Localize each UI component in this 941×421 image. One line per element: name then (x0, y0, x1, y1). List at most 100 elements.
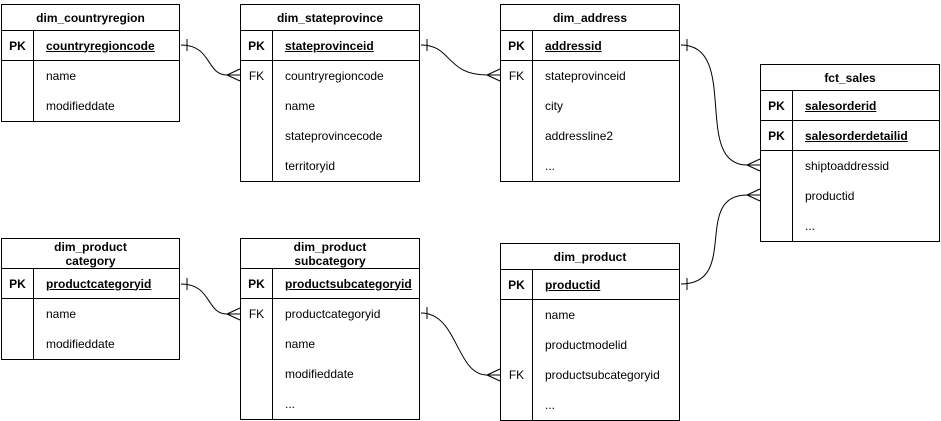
pk-badge: PK (2, 31, 34, 60)
entity-row: stateprovincecode (241, 121, 419, 151)
fk-badge: FK (241, 61, 273, 91)
entity-row: PK stateprovinceid (241, 31, 419, 61)
key-badge (761, 181, 793, 211)
field-label: productid (545, 277, 601, 292)
field-label: modifieddate (46, 337, 115, 351)
connector-line (680, 194, 748, 285)
pk-badge: PK (241, 31, 273, 60)
field-label: shiptoaddressid (805, 159, 890, 173)
field-label: name (46, 307, 77, 321)
key-badge (501, 151, 533, 181)
key-badge (241, 389, 273, 419)
key-badge (241, 151, 273, 181)
entity-row: PK countryregioncode (2, 31, 179, 61)
pk-badge: PK (761, 91, 793, 120)
entity-row: modifieddate (2, 91, 179, 121)
field-label: name (285, 337, 316, 351)
key-badge (2, 299, 34, 329)
key-badge (2, 329, 34, 359)
many-crowfoot-icon (226, 307, 241, 321)
entity-row: city (501, 91, 679, 121)
field-label: productmodelid (545, 338, 628, 352)
key-badge (761, 151, 793, 181)
entity-title: dim_product (501, 244, 679, 270)
entity-dim-productcategory[interactable]: dim_product category PK productcategoryi… (1, 238, 180, 360)
field-label: stateprovinceid (545, 69, 626, 83)
entity-row: PK productsubcategoryid (241, 269, 419, 299)
entity-row: PK salesorderid (761, 91, 939, 121)
entity-row: PK productcategoryid (2, 269, 179, 299)
field-label: addressline2 (545, 129, 614, 143)
entity-title: dim_stateprovince (241, 5, 419, 31)
entity-dim-countryregion[interactable]: dim_countryregion PK countryregioncode n… (1, 4, 180, 122)
pk-badge: PK (2, 269, 34, 298)
entity-row: FK stateprovinceid (501, 61, 679, 91)
entity-row: ... (501, 390, 679, 420)
entity-row: productmodelid (501, 330, 679, 360)
pk-badge: PK (501, 270, 533, 299)
connector-line (180, 283, 228, 315)
field-label: modifieddate (285, 367, 354, 381)
entity-row: shiptoaddressid (761, 151, 939, 181)
many-crowfoot-icon (746, 158, 761, 172)
key-badge (241, 91, 273, 121)
entity-row: FK productcategoryid (241, 299, 419, 329)
key-badge (241, 121, 273, 151)
field-label: name (285, 99, 316, 113)
entity-row: name (241, 91, 419, 121)
connector-line (180, 44, 228, 76)
entity-row: PK addressid (501, 31, 679, 61)
field-label: name (46, 69, 77, 83)
field-label: name (545, 308, 576, 322)
key-badge (241, 359, 273, 389)
entity-row: ... (501, 151, 679, 181)
key-badge (241, 329, 273, 359)
connector-address-to-fctsales[interactable] (680, 39, 761, 172)
entity-row: FK productsubcategoryid (501, 360, 679, 390)
entity-dim-stateprovince[interactable]: dim_stateprovince PK stateprovinceid FK … (240, 4, 420, 182)
field-label: ... (545, 398, 556, 412)
pk-badge: PK (761, 121, 793, 150)
field-label: addressid (545, 38, 602, 53)
field-label: productid (805, 189, 855, 203)
many-crowfoot-icon (226, 68, 241, 82)
field-label: productsubcategoryid (285, 276, 412, 291)
key-badge (2, 91, 34, 121)
pk-badge: PK (241, 269, 273, 298)
connector-productcategory-to-productsubcategory[interactable] (180, 278, 241, 321)
many-crowfoot-icon (486, 68, 501, 82)
field-label: productcategoryid (285, 307, 381, 321)
key-badge (501, 300, 533, 330)
many-crowfoot-icon (746, 188, 761, 202)
entity-row: productid (761, 181, 939, 211)
field-label: city (545, 99, 563, 113)
field-label: territoryid (285, 159, 336, 173)
entity-title: fct_sales (761, 65, 939, 91)
entity-dim-productsubcategory[interactable]: dim_product subcategory PK productsubcat… (240, 238, 420, 420)
entity-title: dim_product subcategory (241, 239, 419, 269)
entity-dim-address[interactable]: dim_address PK addressid FK stateprovinc… (500, 4, 680, 182)
connector-line (420, 44, 488, 76)
connector-countryregion-to-stateprovince[interactable] (180, 39, 241, 82)
entity-fct-sales[interactable]: fct_sales PK salesorderid PK salesorderd… (760, 64, 940, 242)
entity-title: dim_product category (2, 239, 179, 269)
connector-productsubcategory-to-product[interactable] (420, 307, 501, 382)
field-label: salesorderid (805, 98, 877, 113)
field-label: productsubcategoryid (545, 368, 660, 382)
entity-row: ... (241, 389, 419, 419)
field-label: countryregioncode (285, 69, 384, 83)
field-label: productcategoryid (46, 276, 152, 291)
fk-badge: FK (501, 360, 533, 390)
connector-product-to-fctsales[interactable] (680, 188, 761, 290)
fk-badge: FK (501, 61, 533, 91)
key-badge (501, 91, 533, 121)
key-badge (501, 121, 533, 151)
many-crowfoot-icon (486, 368, 501, 382)
entity-row: PK salesorderdetailid (761, 121, 939, 151)
entity-dim-product[interactable]: dim_product PK productid name productmod… (500, 243, 680, 421)
entity-row: territoryid (241, 151, 419, 181)
field-label: ... (285, 397, 296, 411)
connector-stateprovince-to-address[interactable] (420, 39, 501, 82)
